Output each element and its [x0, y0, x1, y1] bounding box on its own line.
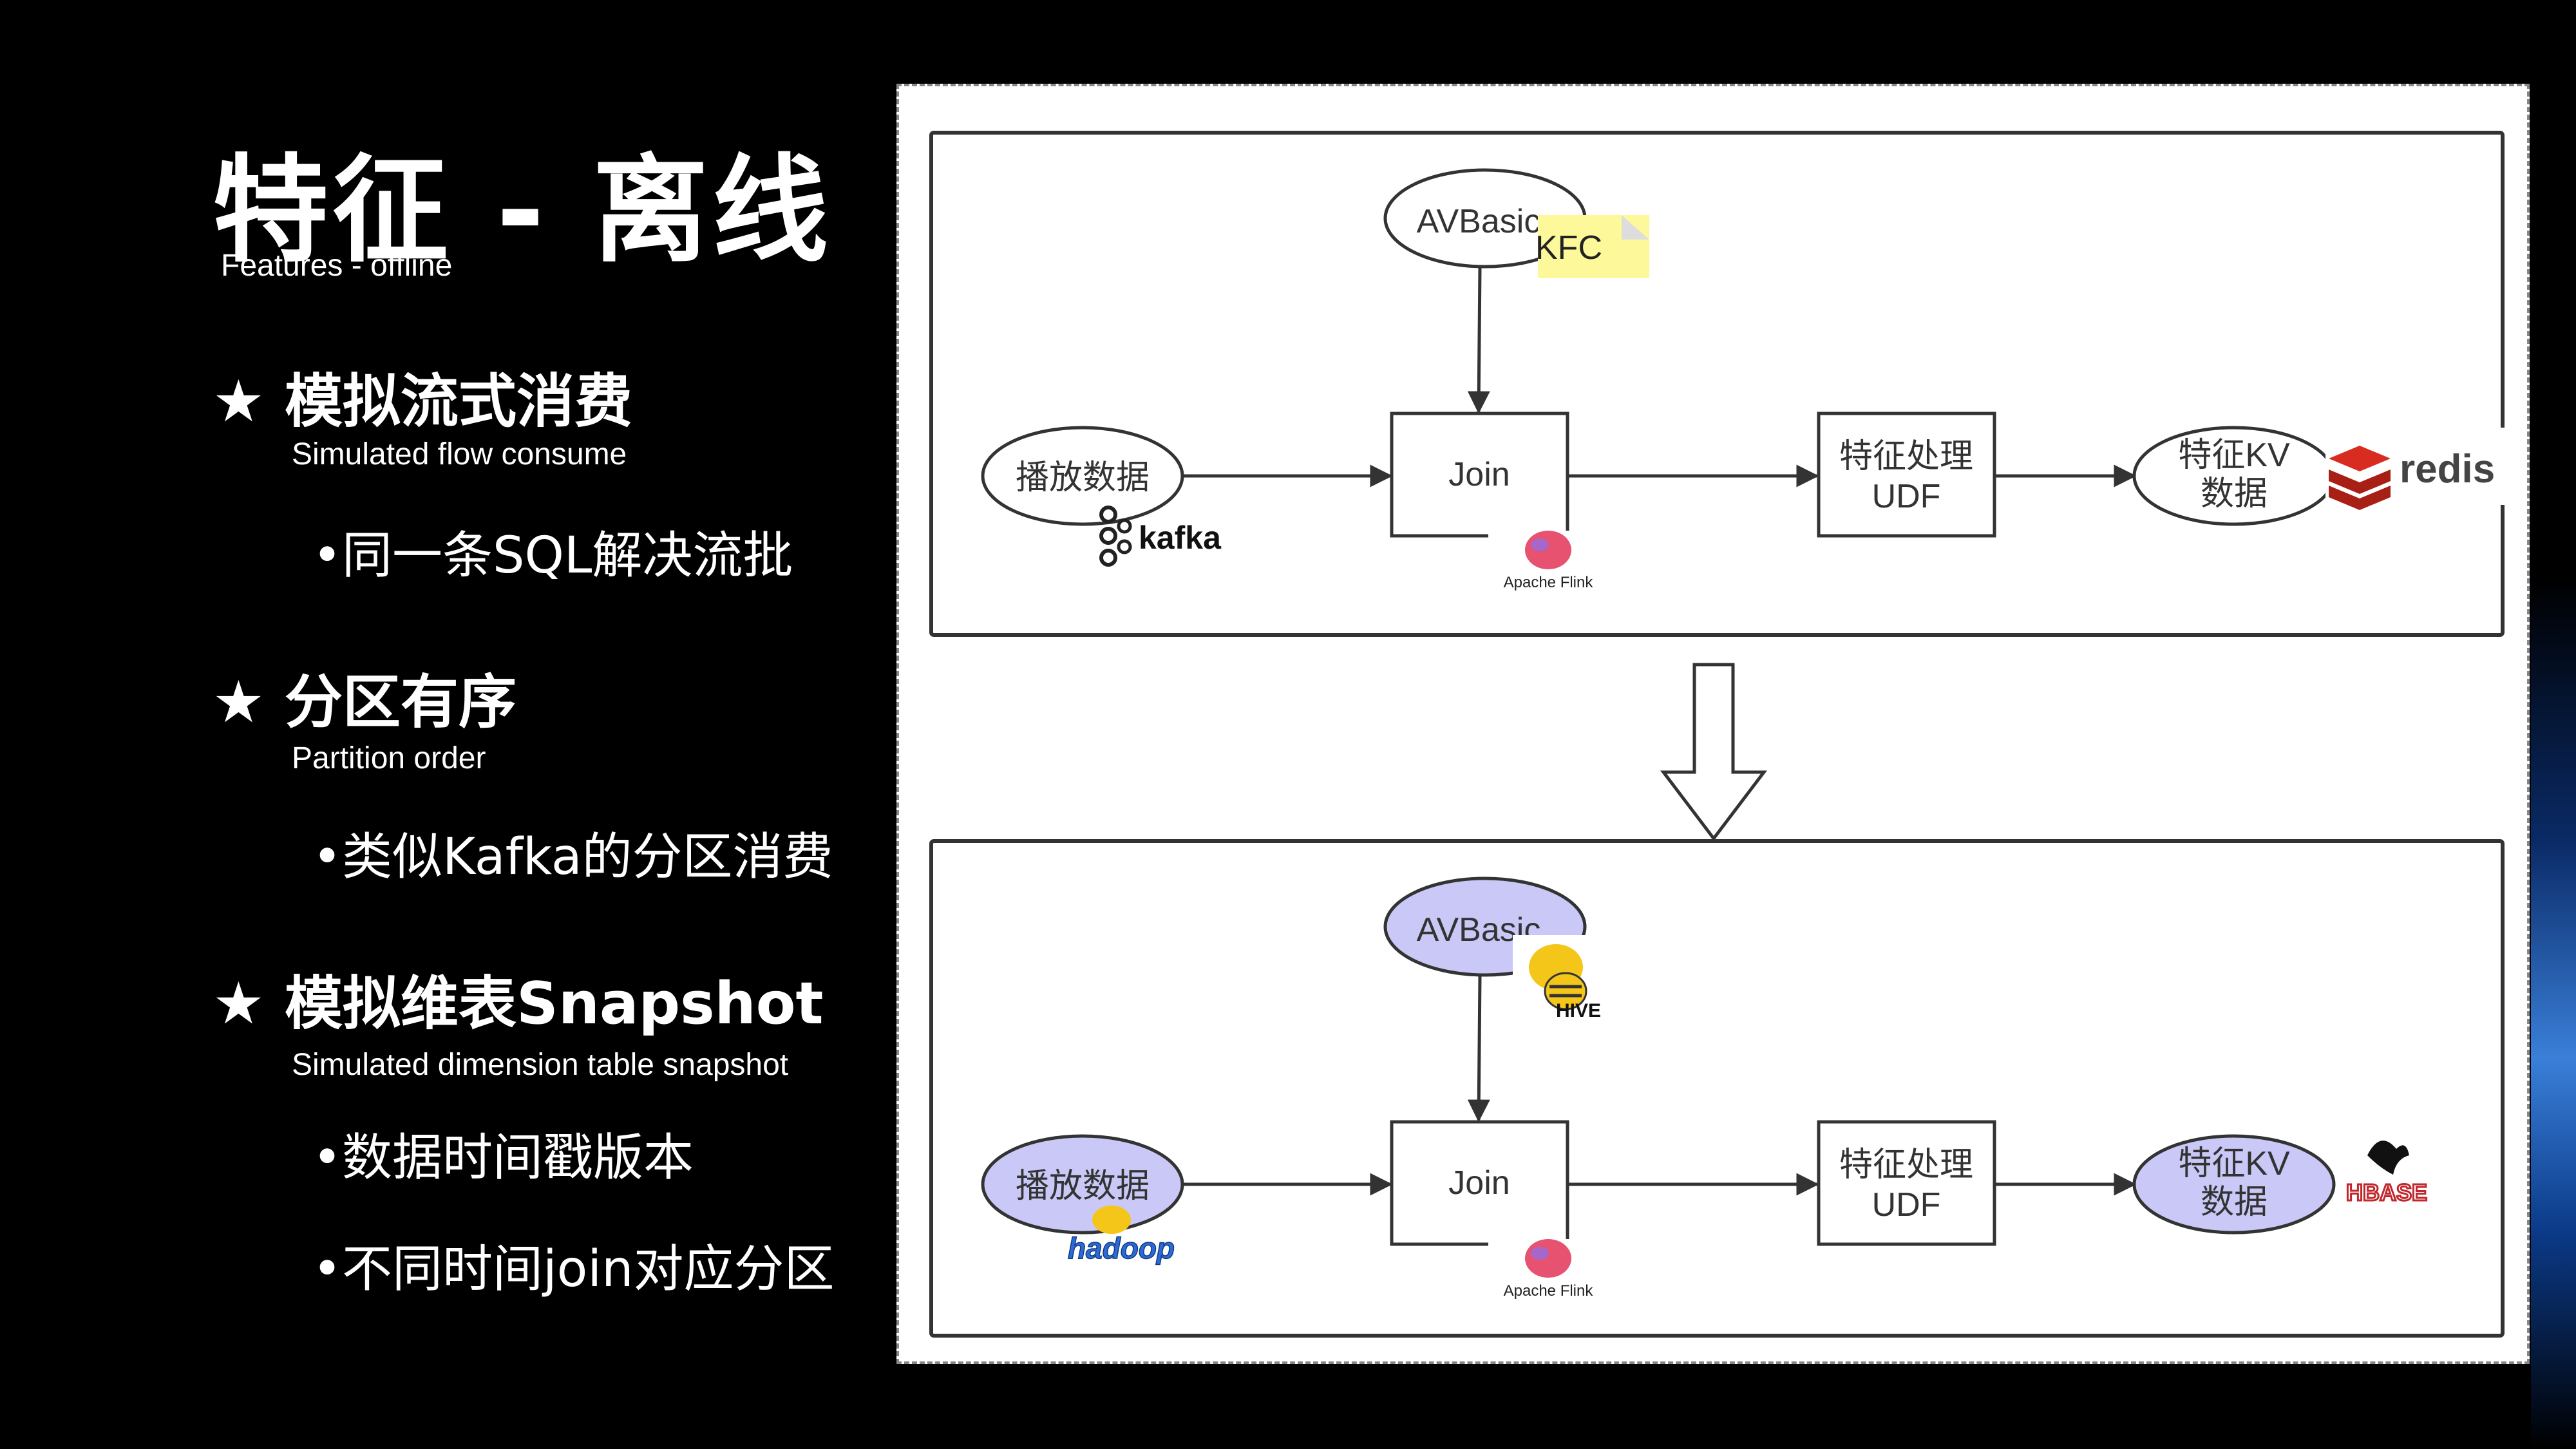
top-udf-label-2: UDF [1872, 478, 1941, 515]
kfc-note: KFC [1535, 215, 1649, 278]
kafka-logo-label: kafka [1139, 520, 1222, 556]
top-flink-label: Apache Flink [1504, 574, 1594, 591]
slide-subtitle: Features - offline [221, 249, 453, 283]
bottom-flink-label: Apache Flink [1504, 1282, 1594, 1300]
top-udf-node: 特征处理 UDF [1817, 412, 1996, 538]
bullet-same-sql: •同一条SQL解决流批 [312, 527, 793, 585]
slide-title: 特征 - 离线 [213, 144, 833, 278]
section-heading-stream-consume: ★ 模拟流式消费 [213, 368, 633, 435]
redis-logo: redis [2325, 428, 2519, 510]
top-udf-label-1: 特征处理 [1839, 438, 1973, 475]
bottom-kv-node: 特征KV 数据 [2132, 1134, 2336, 1235]
top-play-data-label: 播放数据 [1016, 459, 1150, 497]
kafka-logo: kafka [1099, 506, 1222, 567]
bullet-timestamp-version: •数据时间戳版本 [312, 1129, 694, 1187]
section-heading-dim-snapshot: ★ 模拟维表Snapshot [213, 970, 824, 1037]
diagram-panel: AVBasic KFC 播放数据 kafka Join Apache Flink… [896, 84, 2530, 1364]
section-sub-dim-snapshot: Simulated dimension table snapshot [292, 1048, 789, 1082]
hbase-logo-label: HBASE [2346, 1179, 2427, 1206]
top-join-label: Join [1448, 456, 1510, 493]
section-heading-partition-order: ★ 分区有序 [213, 668, 517, 736]
bottom-udf-node: 特征处理 UDF [1817, 1120, 1996, 1246]
hbase-logo: HBASE [2345, 1141, 2429, 1207]
bottom-join-node: Join [1390, 1120, 1569, 1246]
redis-logo-label: redis [2400, 447, 2495, 491]
bottom-join-label: Join [1448, 1164, 1510, 1202]
streaming-frame [929, 131, 2505, 637]
top-join-node: Join [1390, 412, 1569, 538]
top-kv-label-2: 数据 [2201, 475, 2268, 513]
bottom-udf-label-1: 特征处理 [1839, 1146, 1973, 1184]
top-dim-to-join-arrow [1467, 267, 1490, 414]
kfc-note-label: KFC [1535, 229, 1602, 267]
offline-frame [929, 839, 2505, 1338]
top-play-data-node: 播放数据 [981, 426, 1184, 526]
bottom-kv-label-1: 特征KV [2178, 1145, 2290, 1182]
bottom-play-data-node: 播放数据 [981, 1134, 1184, 1235]
hive-logo: HIVE [1513, 935, 1616, 1025]
bottom-udf-label-2: UDF [1872, 1186, 1941, 1224]
bottom-flink-logo: Apache Flink [1488, 1239, 1604, 1303]
top-kv-node: 特征KV 数据 [2132, 426, 2336, 526]
bullet-kafka-partition: •类似Kafka的分区消费 [312, 828, 833, 886]
transition-down-arrow [1660, 663, 1768, 842]
decorative-glow [2531, 580, 2576, 1449]
hadoop-logo: hadoop [1067, 1206, 1175, 1265]
bottom-play-data-label: 播放数据 [1016, 1168, 1150, 1205]
top-kv-label-1: 特征KV [2178, 437, 2290, 474]
pipeline-diagram: AVBasic KFC 播放数据 kafka Join Apache Flink… [929, 131, 2519, 1338]
bottom-kv-label-2: 数据 [2201, 1184, 2268, 1221]
hadoop-logo-label: hadoop [1068, 1231, 1175, 1265]
top-avbasic-label: AVBasic [1417, 203, 1541, 240]
hive-logo-label: HIVE [1556, 1000, 1601, 1021]
bullet-join-partition: •不同时间join对应分区 [312, 1240, 835, 1298]
top-flink-logo: Apache Flink [1488, 531, 1604, 595]
section-sub-partition-order: Partition order [292, 741, 486, 775]
section-sub-stream-consume: Simulated flow consume [292, 437, 627, 471]
bottom-dim-to-join-arrow [1467, 976, 1490, 1122]
